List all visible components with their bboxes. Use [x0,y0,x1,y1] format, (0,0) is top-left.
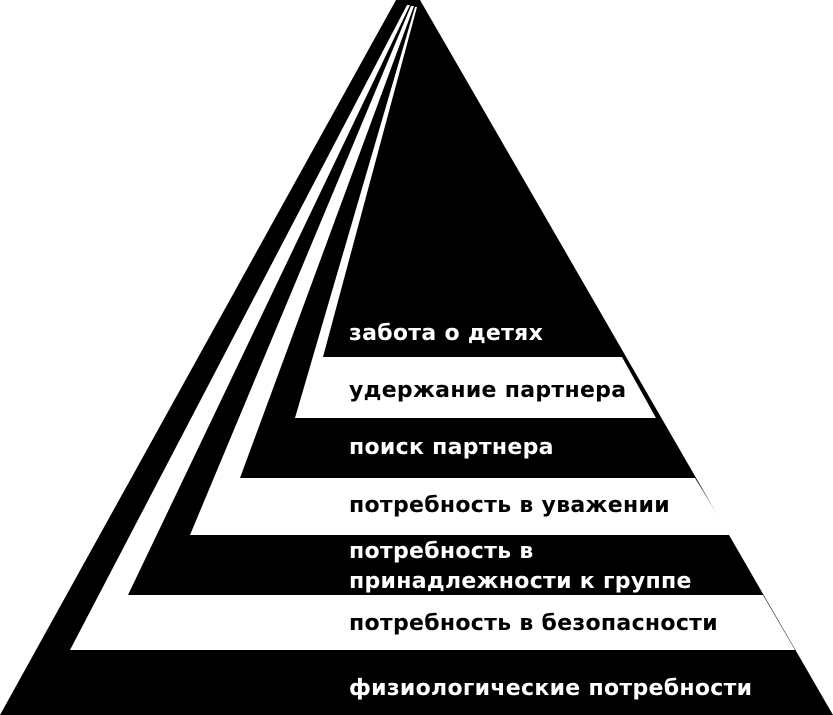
level-label-zabota-o-detyah: забота о детях [349,321,543,346]
level-label-prinadlezhnost-line-2: принадлежности к группе [349,569,692,594]
level-label-poisk-partnera: поиск партнера [349,435,554,460]
level-label-uderzhanie-partnera: удержание партнера [349,378,626,403]
level-label-uvazhenie: потребность в уважении [349,493,670,518]
level-band-uderzhanie [295,7,656,418]
level-labels: забота о детях удержание партнера поиск па… [349,321,752,701]
level-label-fiziologicheskie: физиологические потребности [349,676,752,701]
level-band-uvazhenie [190,6,730,535]
level-label-bezopasnost: потребность в безопасности [349,611,718,636]
level-label-prinadlezhnost-line-1: потребность в [349,539,534,564]
